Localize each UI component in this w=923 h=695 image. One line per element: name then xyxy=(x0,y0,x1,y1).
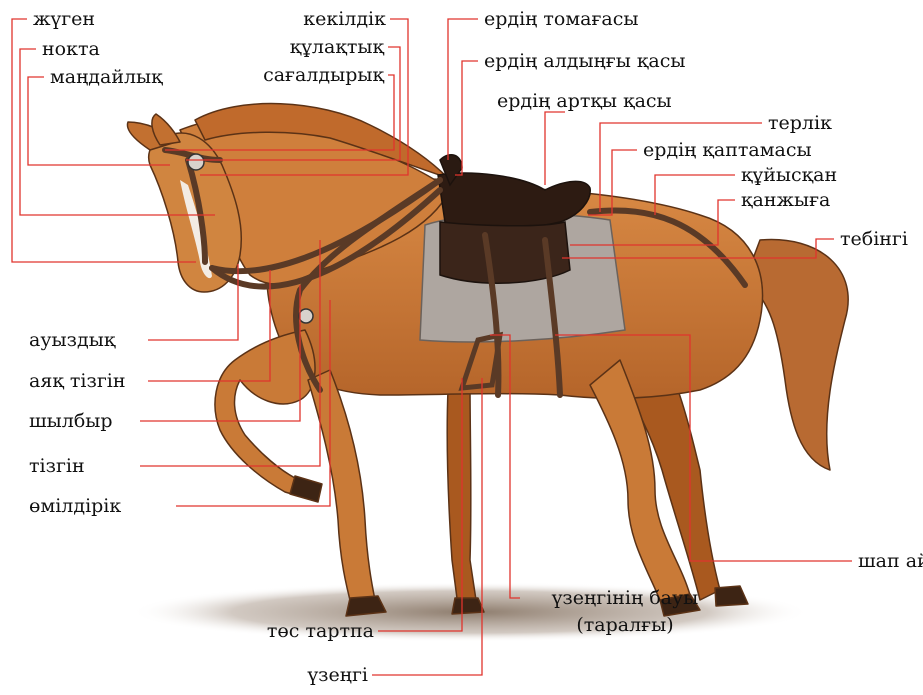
leader-erdin-artky-kasy xyxy=(545,112,565,185)
breast-rosette xyxy=(299,309,313,323)
leader-erdin-tomagasy xyxy=(448,19,478,160)
label-ayak-tizgin: аяқ тізгін xyxy=(29,370,126,392)
label-omildirik: өмілдірік xyxy=(29,495,121,517)
label-erdin-tomagasy: ердің томағасы xyxy=(484,8,639,30)
label-uzengi: үзеңгі xyxy=(307,664,368,686)
bridle-rosette xyxy=(188,154,204,170)
label-kanzhyga: қанжыға xyxy=(741,189,830,211)
label-nokta: нокта xyxy=(42,38,100,60)
label-zhugen: жүген xyxy=(33,8,95,30)
label-tizgin: тізгін xyxy=(29,455,85,477)
label-mandaylyk: маңдайлық xyxy=(50,66,163,88)
saddle xyxy=(438,155,590,284)
label-auyzdyk: ауыздық xyxy=(29,329,115,351)
label-kulaktyk: құлақтық xyxy=(290,36,384,58)
horse-hoof-5 xyxy=(290,476,322,502)
horse-hoof-2 xyxy=(452,598,484,614)
label-sagaldyryk: сағалдырық xyxy=(263,64,384,86)
label-shylbyr: шылбыр xyxy=(29,410,113,432)
label-kekildik: кекілдік xyxy=(303,8,386,30)
label-kuyiskan: құйысқан xyxy=(741,164,837,186)
label-uzengi-bauy-taralgy: (таралғы) xyxy=(510,614,740,636)
horse-hoof xyxy=(346,596,386,616)
label-tebingi: тебінгі xyxy=(840,228,908,250)
label-erdin-kaptamasy: ердің қаптамасы xyxy=(643,139,812,161)
label-uzengi-bauy: үзеңгінің бауы xyxy=(510,587,740,609)
label-shap-ayyl: шап айыл xyxy=(858,550,923,572)
label-tos-tartpa: төс тартпа xyxy=(267,620,374,642)
label-erdin-aldyngy-kasy: ердің алдыңғы қасы xyxy=(484,50,686,72)
label-terlik: терлік xyxy=(768,112,832,134)
label-erdin-artky-kasy: ердің артқы қасы xyxy=(497,90,672,112)
